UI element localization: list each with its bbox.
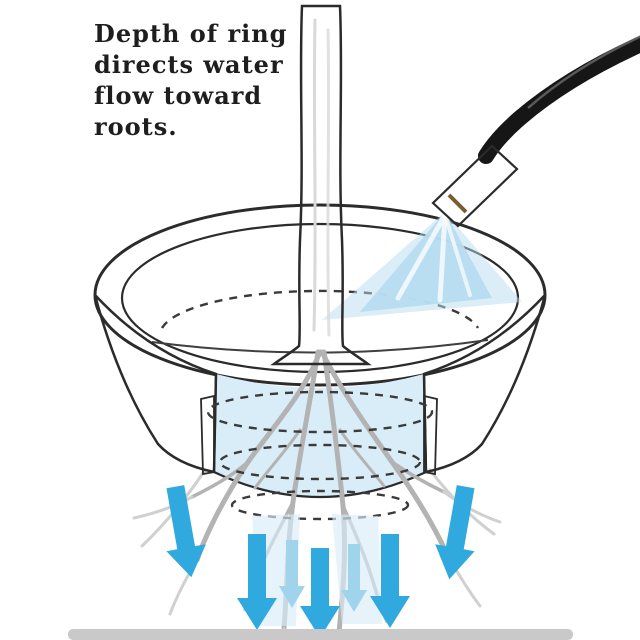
ring-wall-right — [422, 294, 547, 474]
flow-arrow-down — [300, 548, 340, 638]
percolation-level-dashed — [230, 489, 410, 521]
water-spray — [322, 212, 522, 320]
garden-hose — [431, 35, 640, 228]
caption: Depth of ring directs water flow toward … — [94, 18, 334, 142]
flow-arrow-down — [166, 485, 206, 578]
root-branch — [442, 490, 502, 524]
trunk-bark-streak — [326, 28, 331, 337]
flow-arrow-small — [341, 544, 367, 612]
spray-streak — [443, 213, 472, 297]
caption-line: directs water — [94, 50, 284, 79]
ring-wall-left — [93, 294, 218, 474]
hose-nozzle — [431, 144, 519, 228]
nozzle-band — [447, 193, 468, 214]
percolation-level-dashed — [218, 443, 422, 481]
percolation-level-dashed — [206, 390, 434, 434]
tree-trunk — [270, 4, 372, 366]
root-branch — [132, 495, 194, 520]
cut-tab-right — [423, 394, 438, 476]
root-branch — [338, 428, 386, 488]
percolating-water — [214, 374, 426, 497]
spray-streak — [395, 212, 448, 301]
root-branch — [390, 460, 446, 494]
cut-tab-left — [200, 394, 215, 476]
hose-highlight — [527, 35, 640, 109]
flow-arrows-faint — [279, 540, 367, 612]
caption-line: Depth of ring — [94, 19, 288, 48]
ring-front-wall — [93, 294, 547, 476]
flow-arrow-down — [237, 534, 277, 630]
trunk-shape — [270, 4, 372, 366]
hose-tube — [478, 35, 640, 164]
back-waterline-dashed — [160, 289, 480, 329]
flow-arrows — [166, 485, 475, 638]
flow-arrow-down — [370, 534, 410, 628]
caption-line: roots. — [94, 112, 178, 141]
trunk-bark-streak — [312, 18, 317, 332]
basin-bottom-outline — [213, 471, 427, 499]
bottom-bar — [68, 629, 573, 640]
caption-line: flow toward — [94, 81, 263, 110]
flow-arrow-small — [279, 540, 305, 608]
flow-arrow-down — [435, 485, 475, 580]
percolation-levels — [206, 390, 434, 521]
spray-cone-inner — [360, 212, 492, 312]
spray-streak — [437, 212, 448, 303]
root-branch — [253, 428, 302, 490]
root-branch — [190, 460, 250, 499]
